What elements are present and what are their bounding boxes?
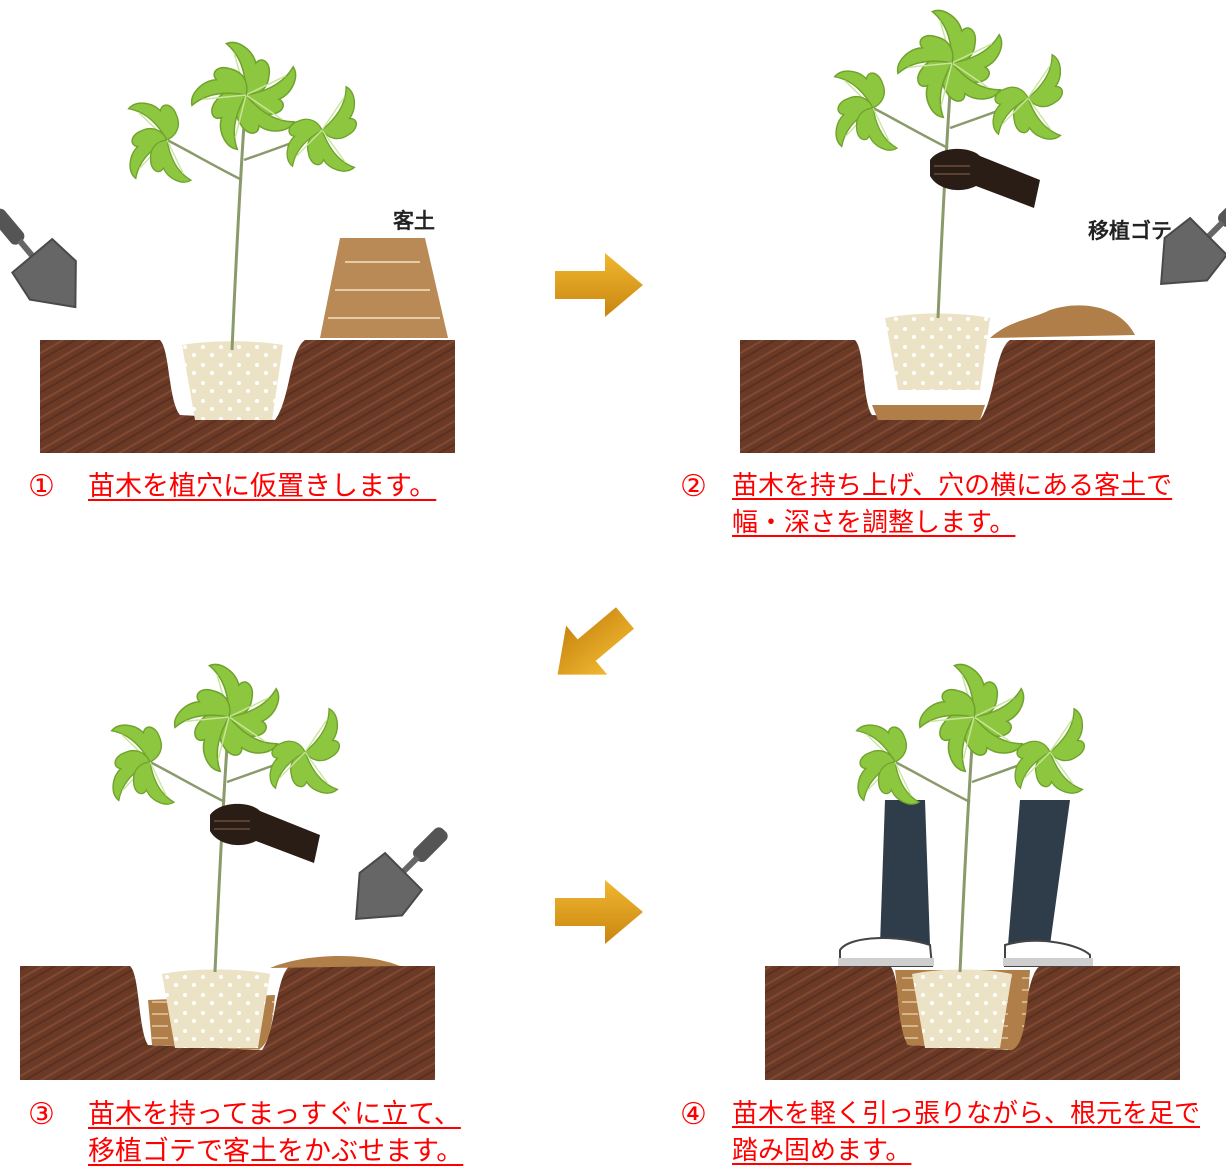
step-4-illustration [765,654,1180,1080]
step-caption-3: ③ 苗木を持ってまっすぐに立て、 移植ゴテで客土をかぶせます。 [28,1096,488,1170]
step-caption-4: ④ 苗木を軽く引っ張りながら、根元を足で 踏み固めます。 [680,1096,1220,1170]
caption-line: 苗木を軽く引っ張りながら、根元を足で [732,1099,1201,1129]
arrow-icon [555,253,643,317]
ground-soil [40,340,455,453]
ground-soil [765,966,1180,1080]
step-caption-1: ① 苗木を植穴に仮置きします。 [28,468,468,505]
ground-soil [740,340,1155,453]
soil-mound-texture [328,261,440,319]
caption-line: 移植ゴテで客土をかぶせます。 [88,1136,464,1167]
caption-line: 苗木を持ってまっすぐに立て、 [88,1099,461,1130]
seedling [120,32,362,350]
hand-icon [209,802,321,864]
caption-line: 踏み固めます。 [732,1136,912,1166]
trowel-icon [0,191,100,328]
caption-line: 苗木を持ち上げ、穴の横にある客土で [732,471,1173,501]
step-1-illustration [0,32,455,453]
step-number: ② [680,469,707,504]
soil-fill [872,405,985,420]
arrow-icon [555,880,643,944]
root-ball [162,969,270,1048]
soil-pile [270,955,400,968]
soil-label: 客土 [393,209,435,233]
trowel-icon [333,808,467,942]
ground-soil [20,966,435,1080]
arrow-icon [537,593,646,700]
step-3-illustration [20,654,467,1080]
soil-pile [990,305,1135,338]
step-number: ④ [680,1097,707,1132]
hand-icon [929,147,1041,209]
step-number: ① [28,469,55,504]
step-2-illustration [740,0,1226,453]
root-ball [182,341,283,420]
step-number: ③ [28,1097,55,1132]
root-ball [885,313,990,390]
legs-icon [838,800,1093,967]
soil-mound [320,238,448,338]
trowel-label: 移植ゴテ [1088,219,1172,243]
caption-line: 苗木を植穴に仮置きします。 [88,471,437,502]
root-ball [912,969,1012,1048]
caption-line: 幅・深さを調整します。 [732,508,1016,538]
step-caption-2: ② 苗木を持ち上げ、穴の横にある客土で 幅・深さを調整します。 [680,468,1220,542]
